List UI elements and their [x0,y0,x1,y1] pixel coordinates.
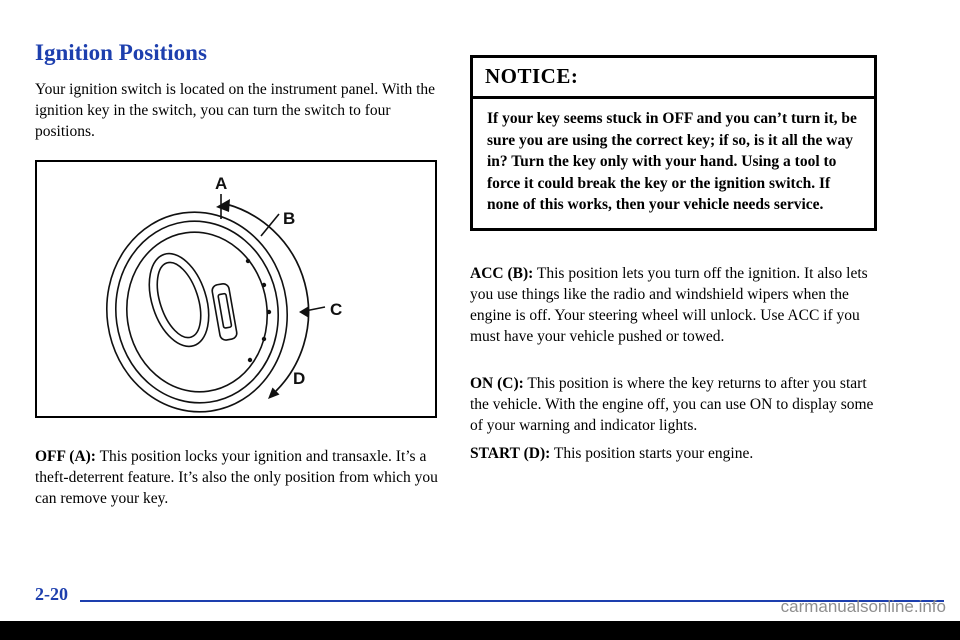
key-slot [211,283,238,341]
intro-paragraph: Your ignition switch is located on the i… [35,81,436,140]
acc-paragraph: ACC (B): This position lets you turn off… [470,263,884,347]
c-arrow-icon [299,306,309,318]
ignition-diagram-drawing: A B C D [105,174,342,413]
callout-lines [220,194,326,312]
start-paragraph: START (D): This position starts your eng… [470,443,884,464]
acc-text: This position lets you turn off the igni… [470,265,868,345]
off-text: This position locks your ignition and tr… [35,448,438,507]
page-number: 2-20 [35,584,68,604]
notice-title: NOTICE: [473,58,874,99]
off-label: OFF (A): [35,448,96,465]
start-label: START (D): [470,445,551,462]
on-paragraph: ON (C): This position is where the key r… [470,373,884,436]
watermark-text: carmanualsonline.info [780,597,946,616]
rotation-arc [216,199,310,399]
bottom-bar [0,621,960,640]
notice-body: If your key seems stuck in OFF and you c… [487,110,857,213]
notice-box: NOTICE: If your key seems stuck in OFF a… [470,55,877,231]
on-text: This position is where the key returns t… [470,375,874,434]
diagram-label-b: B [283,209,295,228]
ignition-cylinder [105,211,289,413]
off-paragraph: OFF (A): This position locks your igniti… [35,446,445,509]
page-title: Ignition Positions [35,40,207,65]
on-label: ON (C): [470,375,524,392]
arc-arrow-top-icon [216,199,230,212]
position-dots [245,258,272,363]
ignition-switch-diagram: A B C D [35,160,437,418]
acc-label: ACC (B): [470,265,534,282]
diagram-label-d: D [293,369,305,388]
diagram-label-a: A [215,174,227,193]
start-text: This position starts your engine. [553,445,754,462]
key-head [148,252,210,348]
diagram-label-c: C [330,300,342,319]
footer-rule [80,600,944,602]
arc-arrow-bottom-icon [268,387,280,399]
